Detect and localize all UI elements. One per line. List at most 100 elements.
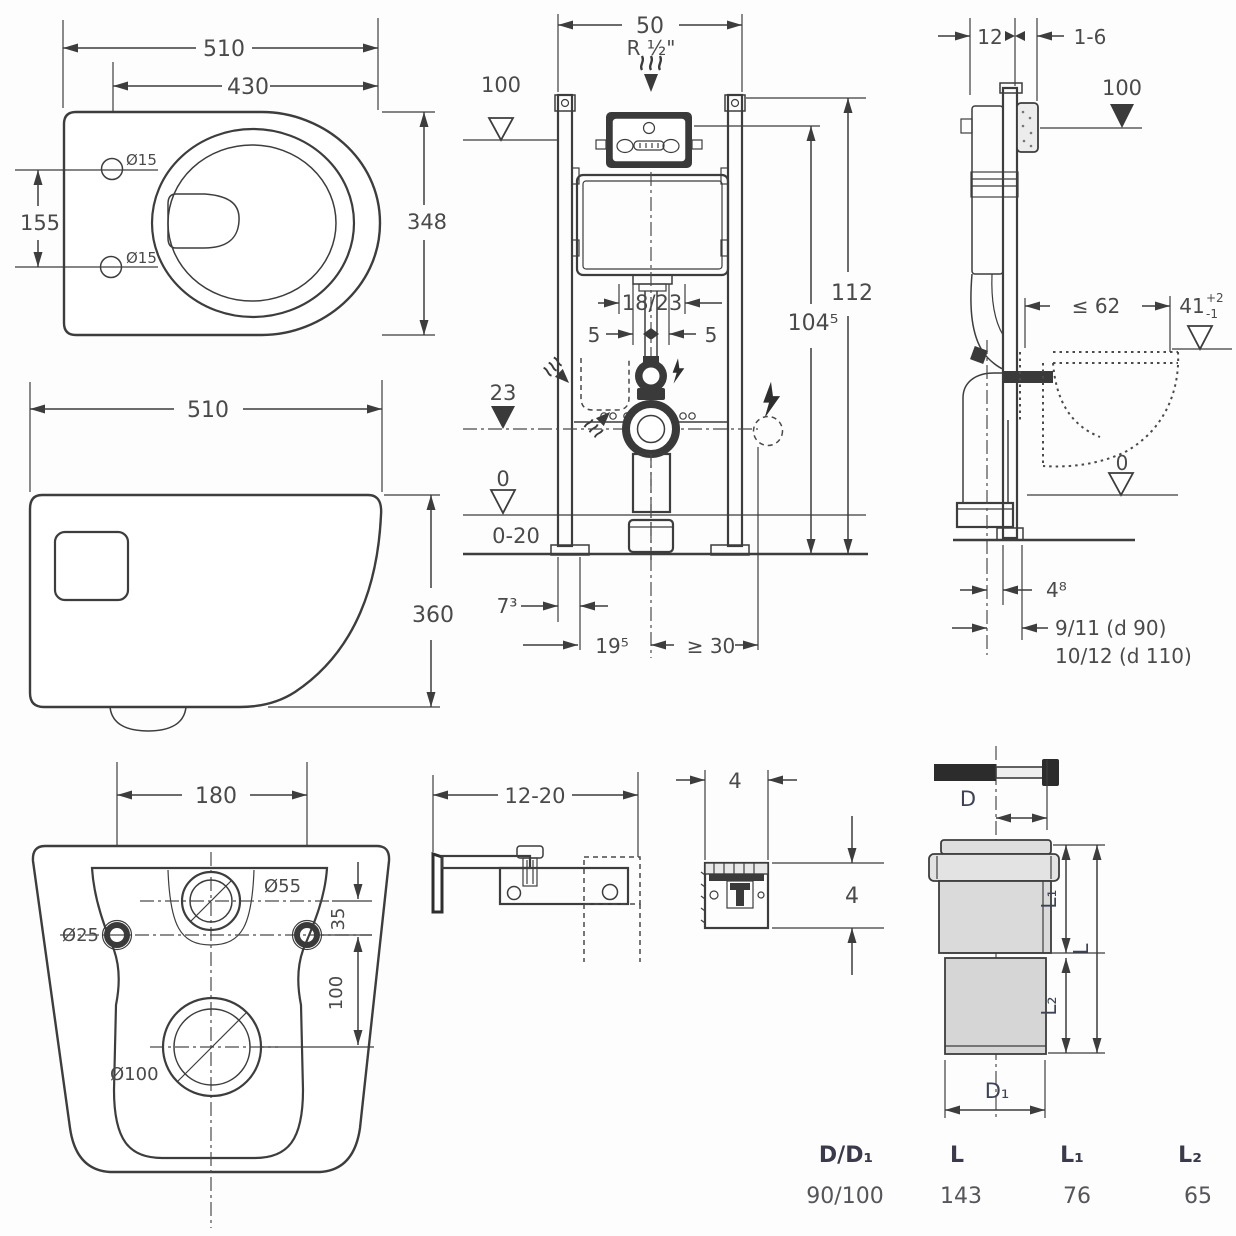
dim-4-width: 4 — [728, 769, 741, 793]
connection-pipe-view: D L₁ L L₂ D₁ — [928, 746, 1105, 1118]
drain-socket-side — [955, 501, 1015, 529]
level-0-front: 0 — [496, 467, 509, 491]
bracket-front-view: 4 4 — [676, 769, 884, 975]
dim-41-tol-minus: -1 — [1206, 307, 1218, 321]
wall-flange — [431, 851, 444, 914]
cistern-profile — [971, 105, 1004, 275]
drain-elbow — [627, 518, 675, 554]
flush-plate-side — [1016, 102, 1039, 153]
hole-label-top: Ø15 — [126, 151, 157, 169]
dim-5-left: 5 — [588, 323, 601, 347]
dim-100-back: 100 — [326, 976, 347, 1010]
bracket-arm — [498, 866, 630, 906]
frame-rail-side — [1001, 86, 1019, 540]
table-header-l1: L₁ — [1060, 1143, 1084, 1168]
dim-ge-30: ≥ 30 — [687, 634, 736, 658]
side-access-square — [53, 530, 130, 602]
dim-41: 41 — [1179, 294, 1204, 318]
frame-front-view: 50 R ½" 100 18/23 5 5 — [463, 14, 873, 658]
label-L1: L₁ — [1037, 889, 1061, 908]
toilet-top-view: 510 430 Ø15 Ø15 155 348 — [15, 18, 447, 337]
bowl-outline-dotted — [1042, 351, 1180, 468]
bracket-side-view: 12-20 — [431, 772, 641, 962]
mount-hole-top — [100, 157, 124, 181]
dim-le-62: ≤ 62 — [1072, 294, 1121, 318]
dim-430: 430 — [227, 75, 269, 100]
hole-100-label: Ø100 — [110, 1064, 159, 1085]
dim-348: 348 — [407, 210, 447, 234]
toilet-side-view: 510 360 — [28, 380, 454, 732]
level-0-side: 0 — [1116, 451, 1129, 475]
frame-side-view: 12 1-6 100 ≤ 62 41 +2 -1 0 — [938, 18, 1232, 668]
bowl-outline — [62, 110, 382, 337]
dim-4-height: 4 — [845, 884, 859, 909]
bracket-extension-dashed — [583, 856, 641, 905]
dim-41-tol-plus: +2 — [1206, 291, 1224, 305]
table-header-l: L — [950, 1143, 964, 1168]
table-value-l2: 65 — [1184, 1184, 1212, 1209]
dim-50: 50 — [636, 14, 664, 39]
electrical-icon-large — [763, 381, 781, 419]
floor-range: 0-20 — [492, 524, 540, 548]
pipe-bolt-head — [1042, 759, 1059, 786]
dim-155: 155 — [20, 211, 60, 235]
level-marker-filled — [491, 406, 515, 429]
toilet-back-view: 180 Ø55 Ø25 Ø100 35 100 — [31, 762, 391, 1228]
label-D1: D₁ — [985, 1079, 1010, 1103]
hole-55-label: Ø55 — [264, 876, 301, 897]
frame-rail-right — [726, 93, 744, 548]
hole-25-left — [104, 922, 130, 948]
label-L2: L₂ — [1037, 996, 1061, 1015]
mount-hole-bottom — [99, 255, 123, 279]
label-D: D — [960, 787, 976, 811]
table-header-dd1: D/D₁ — [819, 1143, 873, 1168]
level-100-front: 100 — [481, 73, 521, 97]
dim-180: 180 — [195, 784, 237, 809]
label-L: L — [1069, 943, 1093, 955]
wc-outlet-stub — [1003, 371, 1053, 383]
pipe-dimension-table: D/D₁ L L₁ L₂ 90/100 143 76 65 — [806, 1143, 1212, 1209]
dim-112: 112 — [831, 281, 873, 306]
cistern — [575, 173, 730, 277]
table-value-dd1: 90/100 — [806, 1184, 883, 1209]
hole-25-right — [294, 922, 320, 948]
dim-510-side: 510 — [187, 398, 229, 423]
dim-5-right: 5 — [705, 323, 718, 347]
pipe-upper-body — [938, 880, 1052, 954]
dim-12: 12 — [977, 25, 1002, 49]
dim-9-11: 9/11 (d 90) — [1055, 616, 1166, 640]
hole-100-drain — [161, 996, 263, 1098]
pipe-collar — [928, 853, 1060, 882]
table-value-l1: 76 — [1063, 1184, 1091, 1209]
water-flow-icon — [639, 54, 663, 94]
frame-rail-left — [556, 93, 574, 548]
dim-10-12: 10/12 (d 110) — [1055, 644, 1192, 668]
pipe-bolt-shaft — [934, 764, 996, 781]
dim-12-20: 12-20 — [504, 784, 565, 808]
dim-4-8: 4⁸ — [1046, 578, 1067, 602]
hole-55 — [180, 870, 242, 932]
dim-18-23: 18/23 — [622, 291, 683, 315]
level-23: 23 — [490, 381, 517, 405]
dim-19-5: 19⁵ — [595, 634, 628, 658]
dim-510-top: 510 — [203, 37, 245, 62]
flush-inlet-shape — [167, 193, 240, 249]
dim-35: 35 — [328, 908, 349, 931]
drain-socket — [622, 400, 680, 458]
dim-7-3: 7³ — [497, 594, 518, 618]
level-marker-open — [487, 117, 515, 142]
back-inner-contour — [90, 866, 329, 1160]
drain-bump — [109, 706, 187, 732]
bowl-profile — [28, 493, 383, 709]
dim-1-6: 1-6 — [1074, 25, 1107, 49]
level-100-side: 100 — [1102, 76, 1142, 100]
hole-25-label: Ø25 — [62, 925, 99, 946]
hole-label-bottom: Ø15 — [126, 249, 157, 267]
table-value-l: 143 — [940, 1184, 982, 1209]
dim-360: 360 — [412, 603, 454, 628]
table-header-l2: L₂ — [1178, 1143, 1202, 1168]
pipe-lower-body — [944, 957, 1047, 1055]
dim-104-5: 104⁵ — [788, 311, 839, 336]
